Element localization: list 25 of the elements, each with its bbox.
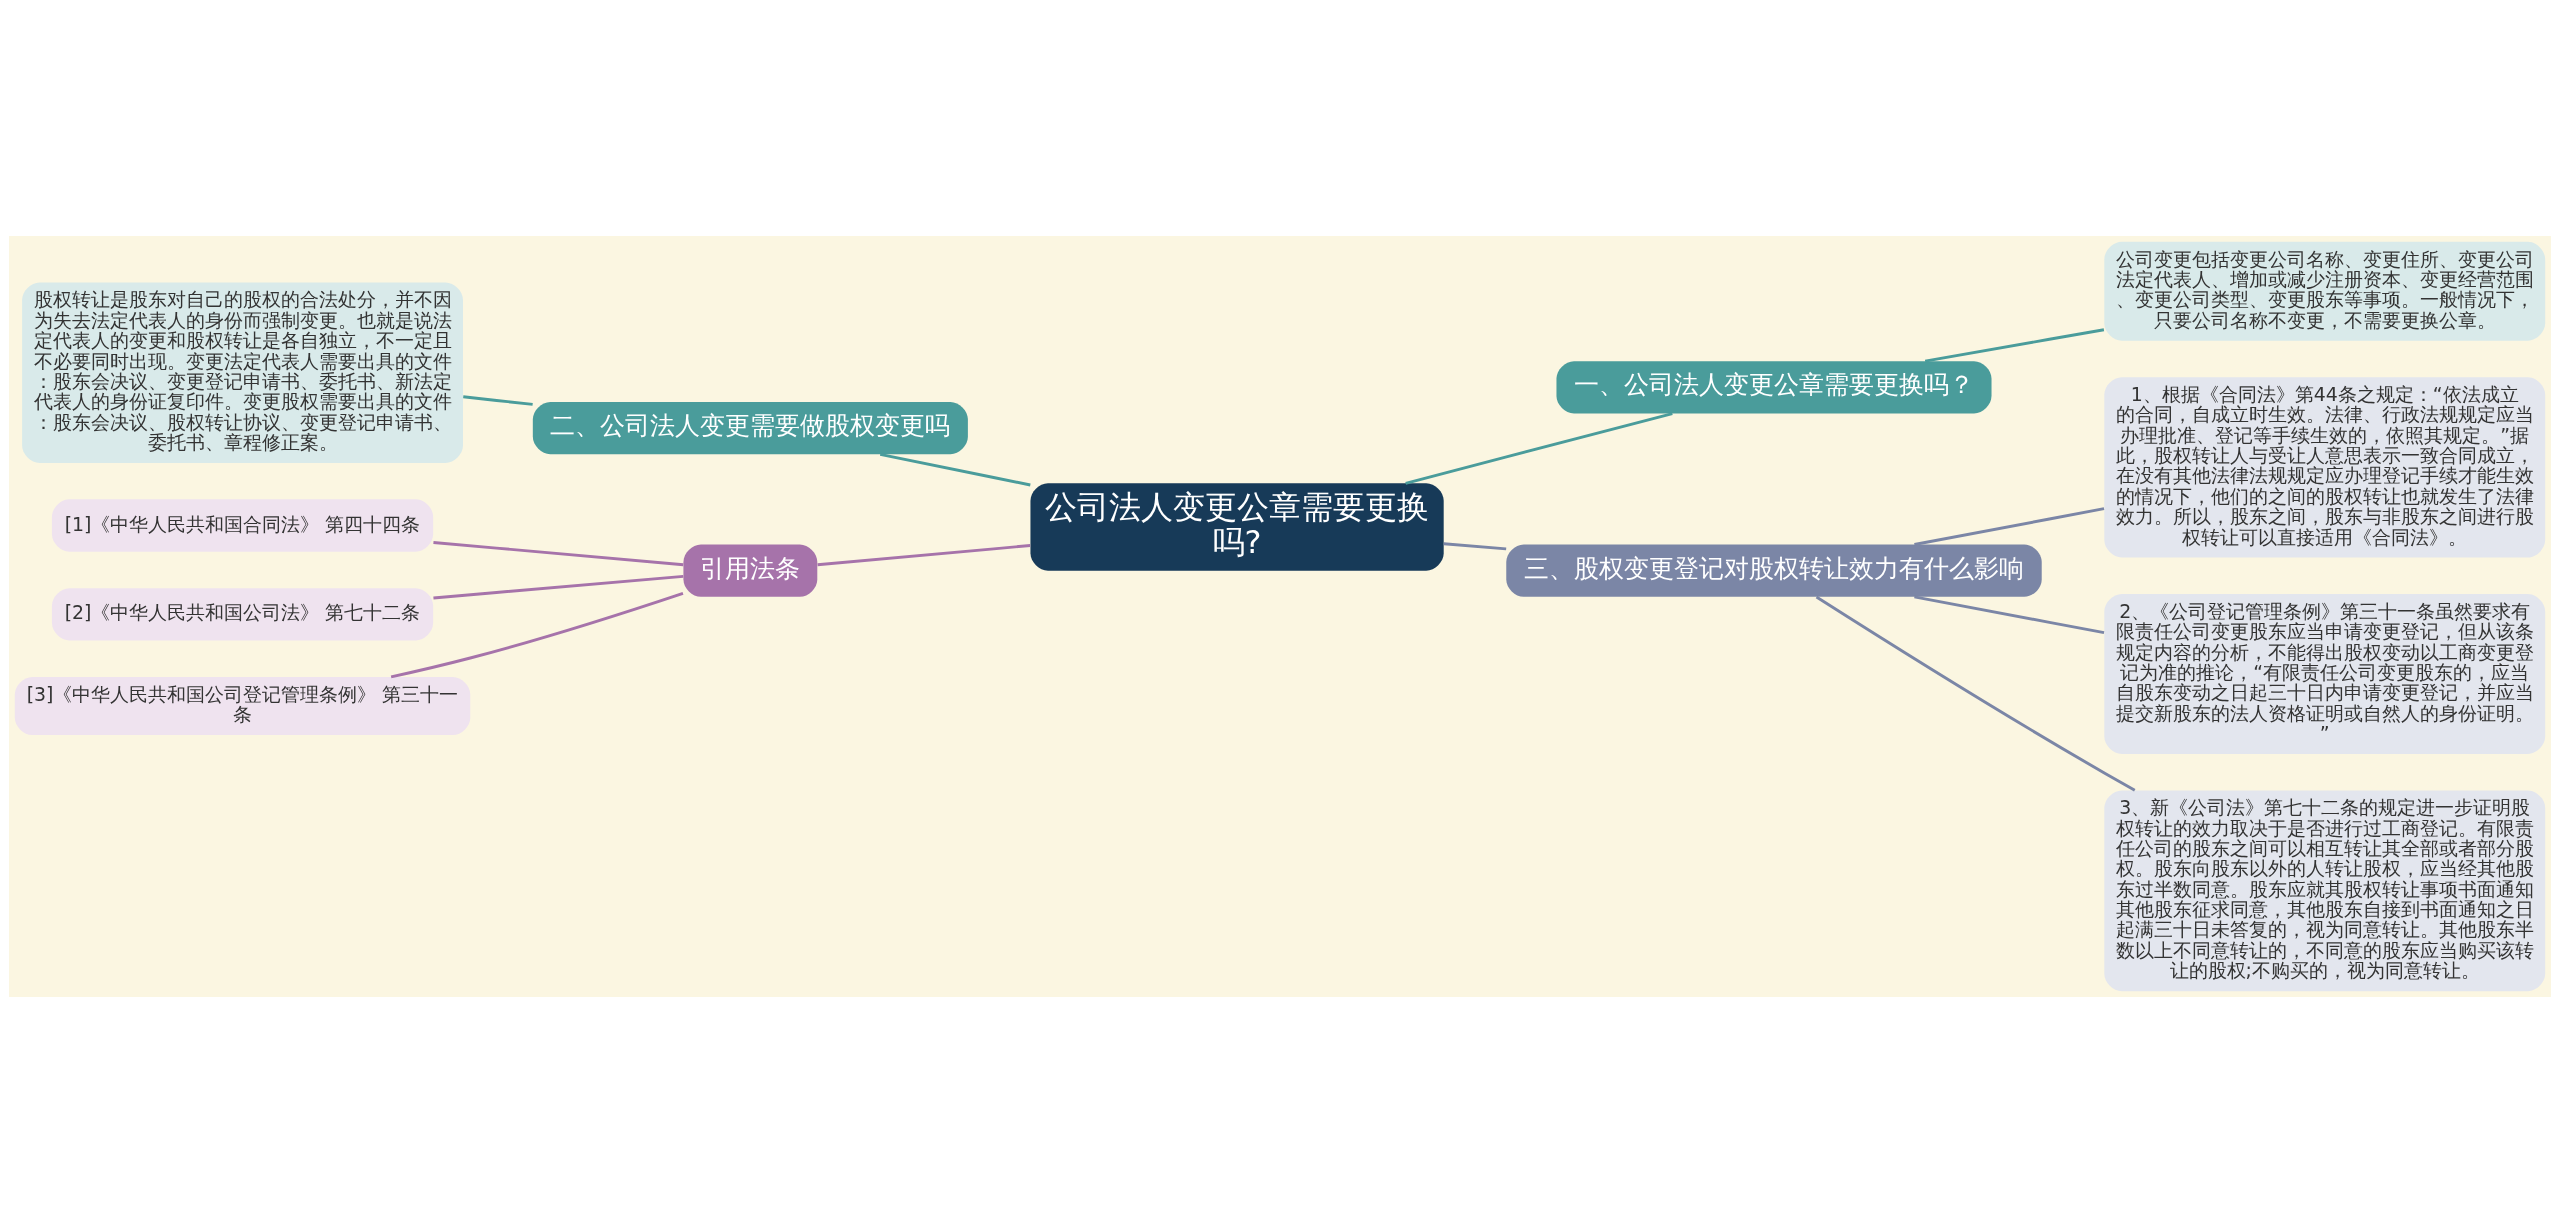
connector: [879, 452, 1031, 486]
node-box: 公司变更包括变更公司名称、变更住所、变更公司法定代表人、增加或减少注册资本、变更经营范围、变更公司类型、变更股东等事项。一般情况下，只要公司名称不变更，不需要更换公章。: [2104, 241, 2546, 341]
node-box: [2]《中华人民共和国公司法》 第七十二条: [51, 587, 434, 640]
connector: [1815, 595, 2136, 791]
connector: [390, 591, 684, 678]
connector: [1914, 594, 2105, 634]
node-box: [1]《中华人民共和国合同法》 第四十四条: [51, 498, 434, 552]
connector: [817, 543, 1031, 566]
node-box: 1、根据《合同法》第44条之规定：“依法成立的合同，自成立时生效。法律、行政法规规定应当办理批准、登记等手续生效的，依照其规定。”据此，股权转让人与受让人意思表示一致合同成立，在没有其他法律法规规定应办理登记手续才能生效的情况下，他们的之间的股权转让也就发生了法律效力。所以，股东之间，股东与非股东之间进行股权转让可以直接适用《合同法》。: [2104, 376, 2546, 558]
connector: [433, 540, 684, 566]
node-box: 引用法条: [683, 543, 818, 597]
connector: [1914, 506, 2105, 546]
node-box: 二、公司法人变更需要做股权变更吗: [532, 401, 968, 454]
node-box: [3]《中华人民共和国公司登记管理条例》 第三十一条: [14, 676, 471, 735]
connector: [1405, 411, 1673, 485]
node-box: 公司法人变更公章需要更换吗?: [1030, 482, 1444, 571]
connector: [433, 574, 684, 599]
node-box: 一、公司法人变更公章需要更换吗？: [1556, 360, 1992, 413]
node-box: 3、新《公司法》第七十二条的规定进一步证明股权转让的效力取决于是否进行过工商登记。有限责任公司的股东之间可以相互转让其全部或者部分股权。股东向股东以外的人转让股权，应当经其他股东过半数同意。股东应就其股权转让事项书面通知其他股东征求同意，其他股东自接到书面通知之日起满三十日未答复的，视为同意转让。其他股东半数以上不同意转让的，不同意的股东应当购买该转让的股权;不购买的，视为同意转让。: [2104, 789, 2546, 991]
connector: [1443, 541, 1507, 550]
node-box: 2、《公司登记管理条例》第三十一条虽然要求有限责任公司变更股东应当申请变更登记，但从该条规定内容的分析，不能得出股权变动以工商变更登记为准的推论，“有限责任公司变更股东的，应当自股东变动之日起三十日内申请变更登记，并应当提交新股东的法人资格证明或自然人的身份证明。”: [2104, 593, 2546, 754]
node-box: 股权转让是股东对自己的股权的合法处分，并不因为失去法定代表人的身份而强制变更。也就是说法定代表人的变更和股权转让是各自独立，不一定且不必要同时出现。变更法定代表人需要出具的文件：股东会决议、变更登记申请书、委托书、新法定代表人的身份证复印件。变更股权需要出具的文件：股东会决议、股权转让协议、变更登记申请书、委托书、章程修正案。: [22, 282, 463, 463]
connector: [463, 394, 533, 406]
connector: [1924, 327, 2105, 363]
node-box: 三、股权变更登记对股权转让效力有什么影响: [1506, 543, 2042, 597]
